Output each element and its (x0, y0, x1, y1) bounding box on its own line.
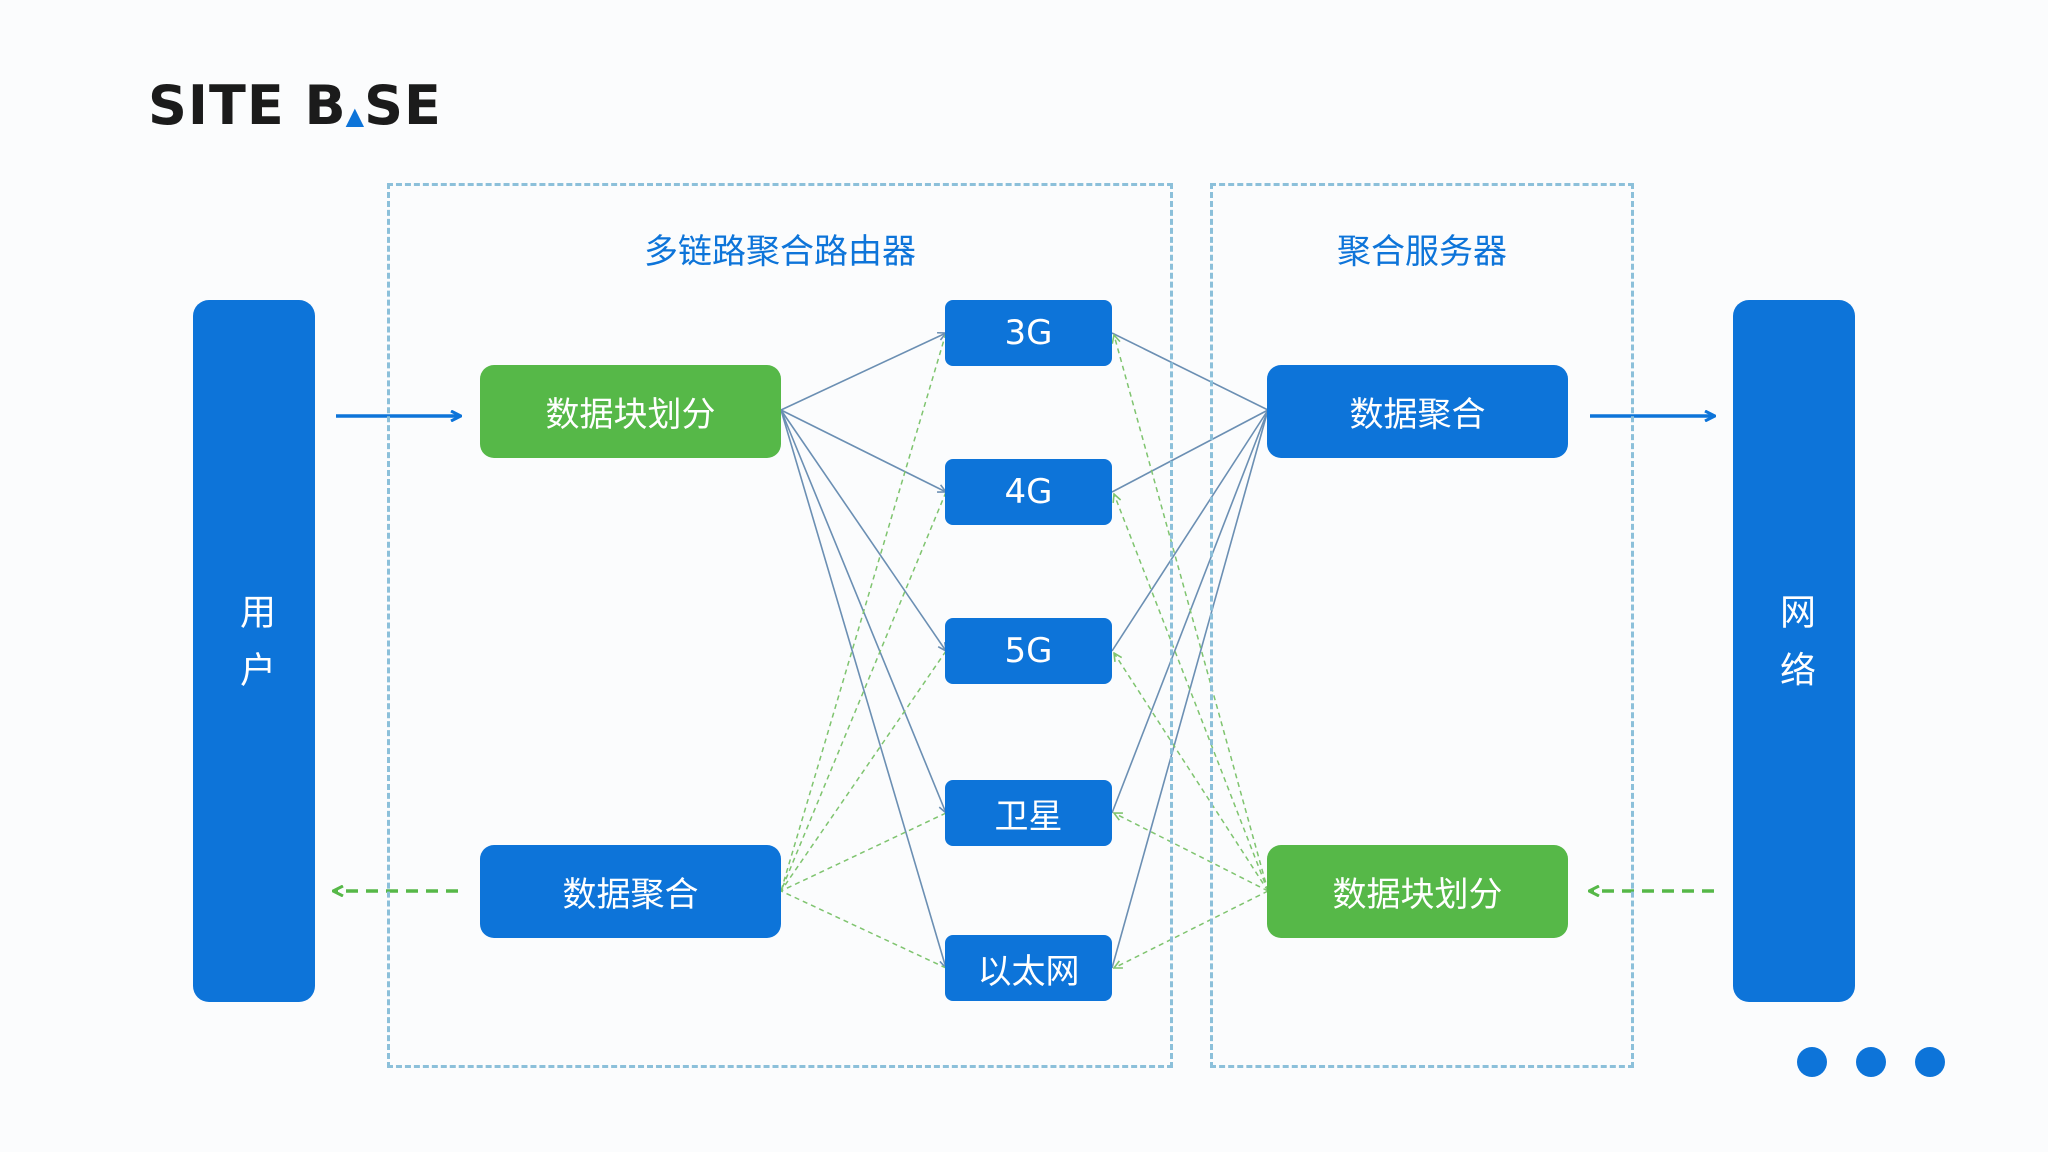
uplink-fanout (780, 333, 946, 968)
server-group: 聚合服务器 (1210, 183, 1634, 1068)
downlink-fanout (1114, 335, 1269, 968)
user-label: 用户 (234, 593, 275, 709)
site-base-logo: SITE B▲SE (148, 78, 442, 134)
link-ethernet: 以太网 (945, 935, 1112, 1001)
downlink-fanin (780, 332, 947, 969)
logo-text-right: SE (364, 74, 442, 137)
page-dot-2 (1856, 1047, 1886, 1077)
server-split-box: 数据块划分 (1267, 845, 1568, 938)
link-3g: 3G (945, 300, 1112, 366)
link-4g: 4G (945, 459, 1112, 525)
network-bar: 网络 (1733, 300, 1855, 1002)
server-merge-box: 数据聚合 (1267, 365, 1568, 458)
network-label: 网络 (1774, 593, 1815, 709)
router-split-box: 数据块划分 (480, 365, 781, 458)
logo-triangle-icon: ▲ (345, 102, 366, 130)
server-group-title: 聚合服务器 (1337, 232, 1507, 272)
router-group-title: 多链路聚合路由器 (644, 232, 916, 272)
user-bar: 用户 (193, 300, 315, 1002)
page-dot-1 (1797, 1047, 1827, 1077)
link-5g: 5G (945, 618, 1112, 684)
router-group: 多链路聚合路由器 (387, 183, 1173, 1068)
logo-text-left: SITE B (148, 74, 347, 137)
link-satellite: 卫星 (945, 780, 1112, 846)
router-merge-box: 数据聚合 (480, 845, 781, 938)
page-dot-3 (1915, 1047, 1945, 1077)
